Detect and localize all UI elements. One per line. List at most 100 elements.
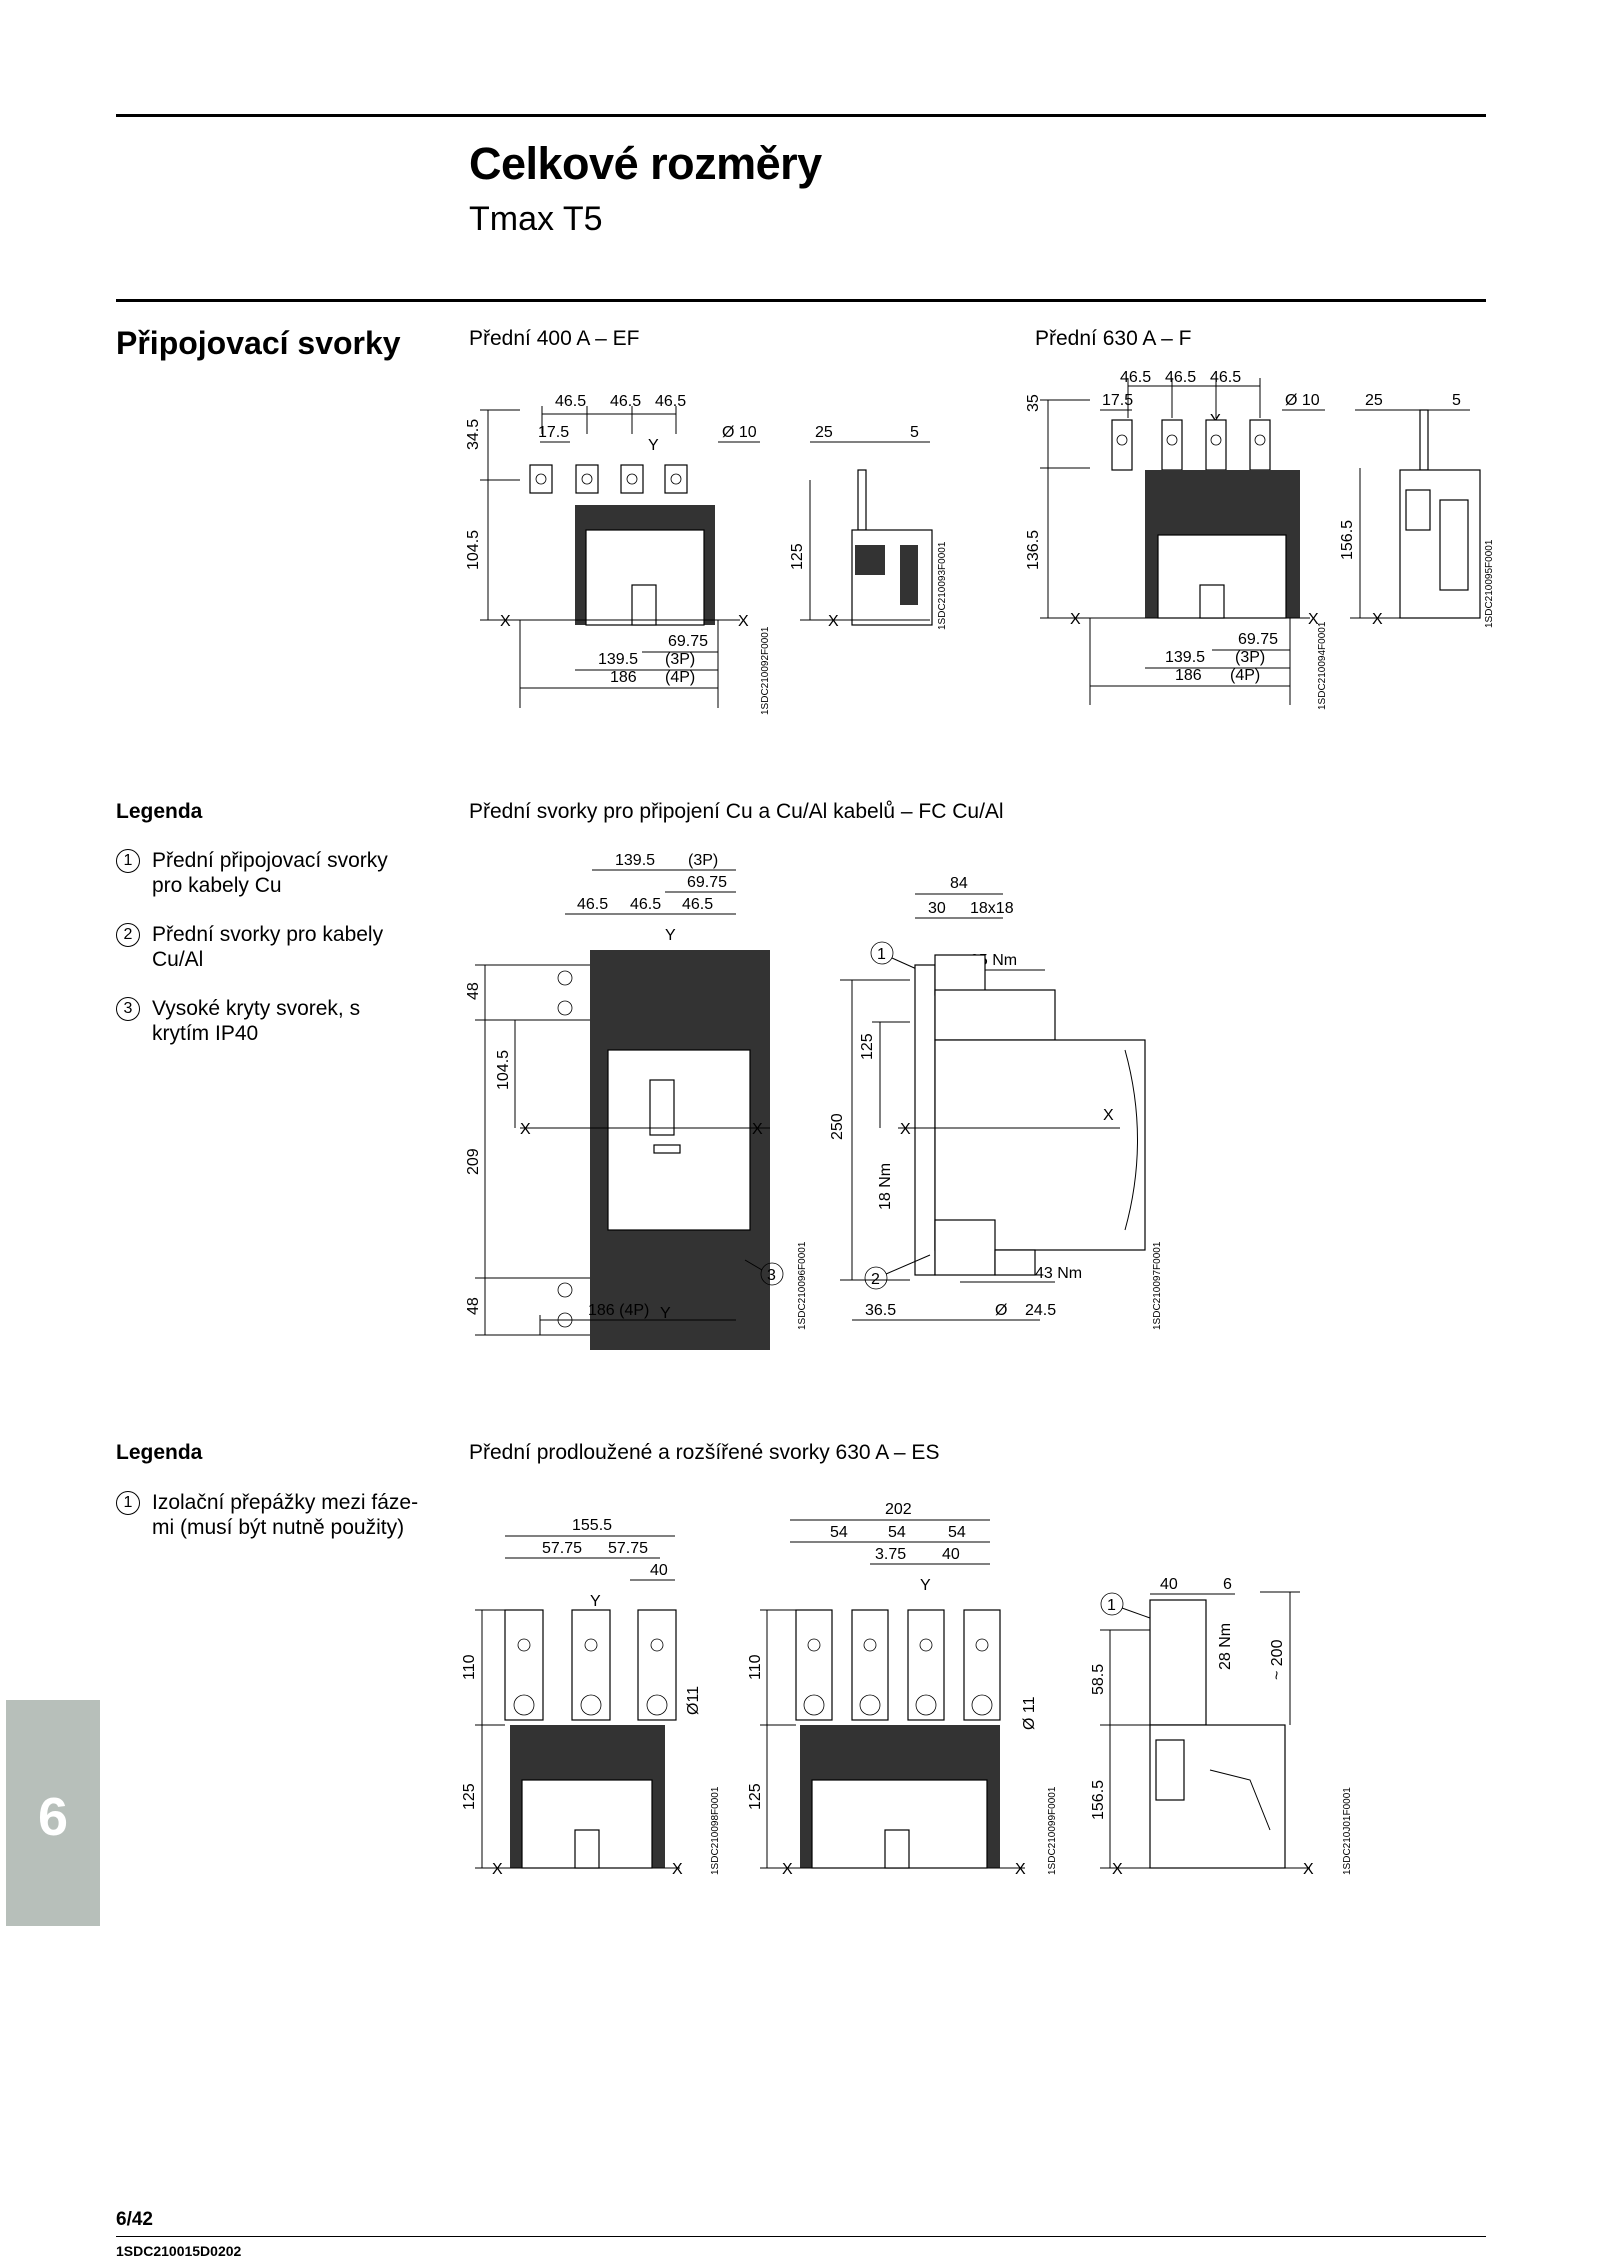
legend-item: 3 Vysoké kryty svorek, s krytím IP40 [116, 996, 456, 1046]
dim-text: 125 [859, 1033, 876, 1060]
dim-text: 186 [610, 669, 637, 686]
dim-text: 46.5 [1210, 369, 1241, 386]
drawing-code: 1SDC210J01F0001 [1342, 1787, 1353, 1875]
drawing-code: 1SDC210092F0001 [760, 626, 771, 715]
axis-label: X [1015, 1861, 1026, 1878]
drawing-code: 1SDC210097F0001 [1152, 1241, 1163, 1330]
dim-text: (3P) [688, 852, 718, 869]
drawing-code: 1SDC210094F0001 [1317, 621, 1328, 710]
dim-text: 125 [461, 1783, 478, 1810]
axis-label: X [782, 1861, 793, 1878]
dim-text: 5 [910, 424, 919, 441]
dim-text: 3.75 [875, 1546, 906, 1563]
dim-text: 69.75 [1238, 631, 1278, 648]
dim-text: 46.5 [630, 896, 661, 913]
dim-text: 48 [465, 1297, 482, 1315]
axis-label: X [828, 613, 839, 630]
dim-text: 5 [1452, 392, 1461, 409]
callout-number: 2 [871, 1271, 880, 1288]
drawing-code: 1SDC210093F0001 [937, 541, 948, 630]
top-rule [116, 114, 1486, 117]
dim-text: 25 [1365, 392, 1383, 409]
dim-text: 46.5 [1120, 369, 1151, 386]
callout-number: 1 [116, 849, 140, 873]
callout-number: 3 [767, 1267, 776, 1284]
axis-label: X [1112, 1861, 1123, 1878]
dim-text: 46.5 [1165, 369, 1196, 386]
dim-text: 34.5 [465, 419, 482, 450]
drawing-fc-cual: 139.5 (3P) 69.75 46.5 46.5 46.5 Y 48 104… [465, 852, 1163, 1350]
axis-label: X [1308, 611, 1319, 628]
legend-list: 1 Izolační přepážky mezi fáze-mi (musí b… [116, 1490, 456, 1540]
legend-text: Přední svorky pro kabely Cu/Al [152, 923, 384, 971]
footer-rule [116, 2236, 1486, 2237]
dim-text: 35 [1025, 394, 1042, 412]
dim-text: 18 Nm [877, 1163, 894, 1210]
drawing-ef-400: 46.5 46.5 46.5 17.5 Ø 10 Y 34.5 104.5 X … [465, 393, 948, 715]
dim-text: 36.5 [865, 1302, 896, 1319]
axis-label: X [492, 1861, 503, 1878]
dim-text: Ø 10 [722, 424, 757, 441]
axis-label: Y [590, 1593, 601, 1610]
page-subtitle: Tmax T5 [469, 200, 603, 238]
drawing-code: 1SDC210095F0001 [1484, 539, 1495, 628]
page-number: 6/42 [116, 2209, 153, 2230]
axis-label: X [1103, 1107, 1114, 1124]
legend-text: Izolační přepážky mezi fáze-mi (musí být… [152, 1491, 419, 1539]
drawing-code: 1SDC210099F0001 [1047, 1786, 1058, 1875]
axis-label: Y [648, 437, 659, 454]
dim-text: 40 [942, 1546, 960, 1563]
dim-text: (4P) [665, 669, 695, 686]
chapter-number: 6 [37, 1787, 69, 1847]
dim-text: 110 [461, 1654, 478, 1680]
dim-text: 155.5 [572, 1517, 612, 1534]
caption-fc-cual: Přední svorky pro připojení Cu a Cu/Al k… [469, 800, 1004, 823]
dim-text: 48 [465, 982, 482, 1000]
dim-text: (4P) [1230, 667, 1260, 684]
dim-text: 57.75 [542, 1540, 582, 1557]
callout-number: 1 [116, 1491, 140, 1515]
dim-text: 24.5 [1025, 1302, 1056, 1319]
dim-text: (3P) [1235, 649, 1265, 666]
dim-text: 28 Nm [1217, 1623, 1234, 1670]
dim-text: 46.5 [610, 393, 641, 410]
dim-text: 139.5 [615, 852, 655, 869]
axis-label: X [1303, 1861, 1314, 1878]
dim-text: 54 [888, 1524, 906, 1541]
caption-es-630: Přední prodloužené a rozšířené svorky 63… [469, 1441, 940, 1464]
dim-text: 136.5 [1025, 530, 1042, 570]
dim-text: 104.5 [465, 530, 482, 570]
drawing-f-630: 46.5 46.5 46.5 17.5 Ø 10 Y 35 136.5 X X … [1025, 369, 1495, 710]
chapter-tab: 6 [6, 1700, 100, 1926]
dim-text: (3P) [665, 651, 695, 668]
dim-text: 209 [465, 1148, 482, 1175]
dim-text: 57.75 [608, 1540, 648, 1557]
axis-label: Y [660, 1305, 671, 1322]
dim-text: Ø11 [685, 1686, 702, 1715]
dim-text: 43 Nm [1035, 1265, 1082, 1282]
dim-text: 202 [885, 1501, 912, 1518]
callout-number: 3 [116, 997, 140, 1021]
dim-text: ~ 200 [1269, 1639, 1286, 1680]
dim-text: 30 [928, 900, 946, 917]
dim-text: 186 [1175, 667, 1202, 684]
dim-text: 110 [747, 1654, 764, 1680]
dim-text: 46.5 [682, 896, 713, 913]
dim-text: 46.5 [655, 393, 686, 410]
axis-label: X [900, 1121, 911, 1138]
drawing-code: 1SDC210096F0001 [797, 1241, 808, 1330]
caption-f-630: Přední 630 A – F [1035, 327, 1192, 350]
dim-text: 69.75 [668, 633, 708, 650]
dim-text: Ø [995, 1302, 1007, 1319]
dim-text: 156.5 [1090, 1780, 1107, 1820]
legend-heading: Legenda [116, 1441, 203, 1464]
section-title: Připojovací svorky [116, 325, 401, 361]
dim-text: Ø 11 [1021, 1696, 1038, 1730]
dim-text: 84 [950, 875, 968, 892]
drawing-es-630: 155.5 57.75 57.75 40 Y Ø11 110 125 X X 1… [461, 1501, 1353, 1878]
section-rule [116, 299, 1486, 302]
axis-label: Y [920, 1577, 931, 1594]
document-code: 1SDC210015D0202 [116, 2243, 242, 2259]
dim-text: 125 [789, 543, 806, 570]
dim-text: 6 [1223, 1576, 1232, 1593]
